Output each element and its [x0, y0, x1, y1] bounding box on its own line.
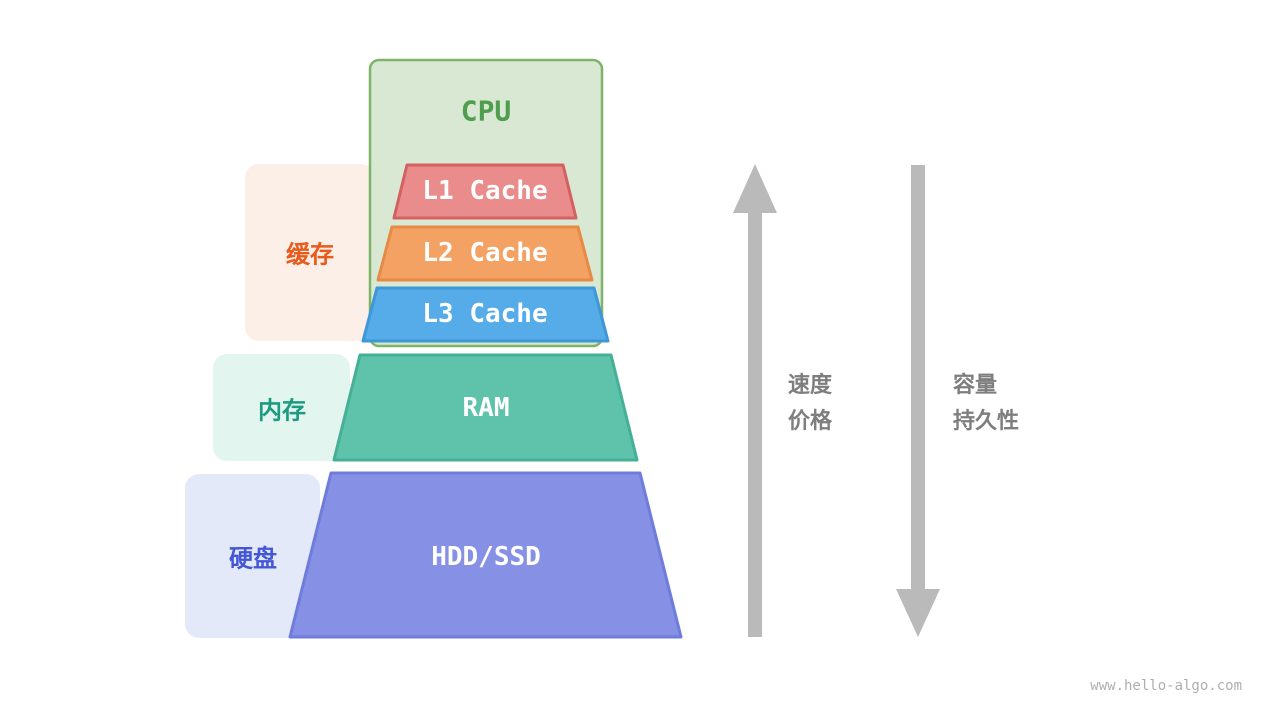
ram-shape [332, 353, 639, 462]
hdd-ssd-shape [288, 471, 683, 639]
memory-group-background [213, 354, 350, 461]
durability-label: 持久性 [953, 409, 1020, 434]
l1-cache-label: L1 Cache [422, 176, 548, 206]
up-arrow-axis-labels: 速度 价格 [788, 368, 832, 440]
cpu-label: CPU [460, 94, 512, 128]
price-label: 价格 [788, 409, 833, 434]
disk-group-label: 硬盘 [229, 544, 277, 573]
l2-cache-label: L2 Cache [422, 238, 548, 268]
disk-group-background [185, 474, 320, 638]
capacity-label: 容量 [953, 373, 998, 398]
l1-cache-shape [392, 163, 578, 220]
speed-up-arrow [733, 164, 777, 637]
cache-group-background [245, 164, 375, 341]
down-arrow-axis-labels: 容量 持久性 [953, 368, 1019, 440]
capacity-down-arrow [896, 165, 940, 637]
ram-label: RAM [462, 393, 510, 423]
watermark: www.hello-algo.com [1090, 678, 1242, 694]
hdd-ssd-label: HDD/SSD [431, 542, 541, 572]
l3-cache-label: L3 Cache [422, 299, 548, 329]
l2-cache-shape [376, 225, 594, 282]
memory-group-label: 内存 [258, 396, 306, 425]
l3-cache-shape [361, 286, 610, 343]
speed-label: 速度 [788, 373, 833, 398]
cache-group-label: 缓存 [286, 240, 334, 269]
